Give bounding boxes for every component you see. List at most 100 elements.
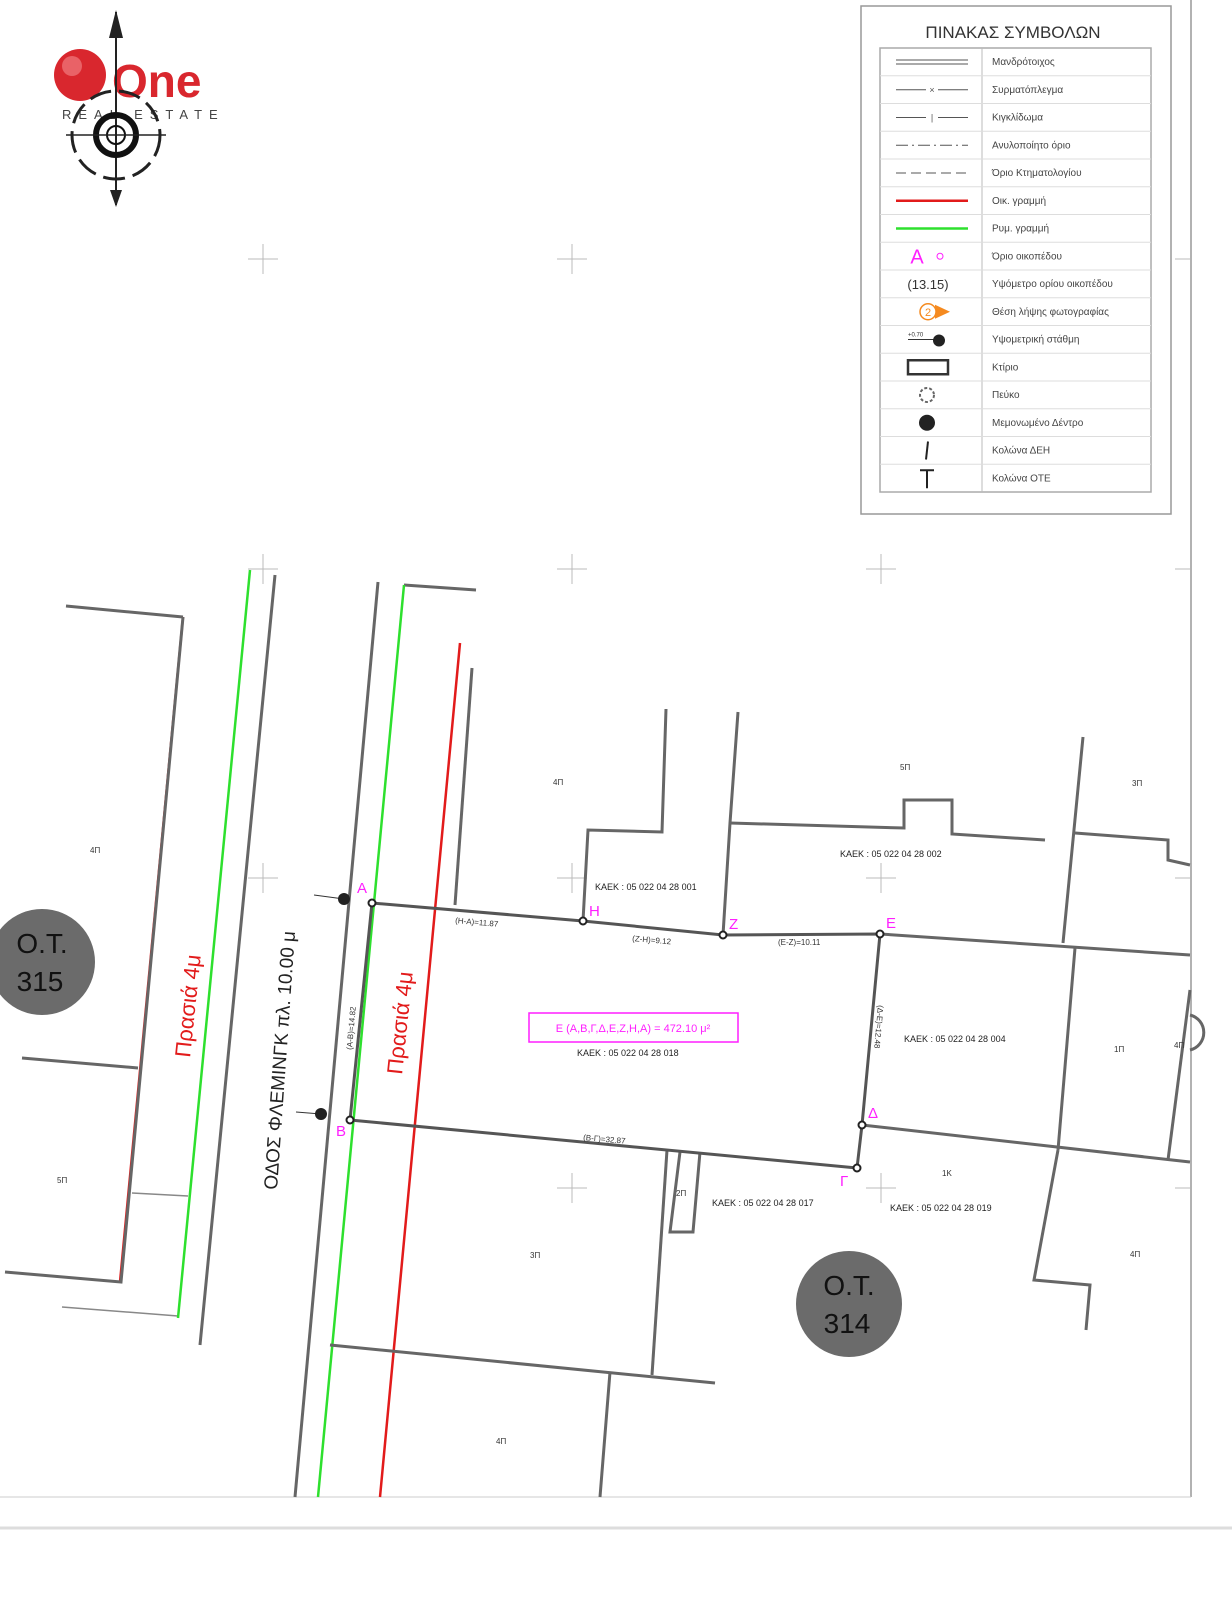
- block-label: Ο.Τ.: [823, 1270, 874, 1301]
- legend-item-label: Οικ. γραμμή: [992, 195, 1046, 207]
- block-number: 315: [17, 966, 64, 997]
- legend-title: ΠΙΝΑΚΑΣ ΣΥΜΒΟΛΩΝ: [925, 23, 1100, 42]
- legend-item: × Συρματόπλεγμα: [880, 75, 1151, 96]
- legend-item: (13.15) Υψόμετρο ορίου οικοπέδου: [880, 269, 1151, 292]
- floor-label: 3Π: [1132, 779, 1142, 788]
- vertex-label-h: Η: [589, 903, 600, 920]
- floor-label: 1Κ: [942, 1169, 952, 1178]
- company-logo: One REAL ESTATE: [54, 10, 225, 207]
- floor-label: 4Π: [496, 1437, 506, 1446]
- legend-item: Ρυμ. γραμμή: [880, 214, 1151, 235]
- legend-item: Όριο Κτηματολογίου: [880, 158, 1151, 179]
- vertex-label-a: Α: [357, 880, 367, 897]
- logo-brand: One: [112, 55, 201, 107]
- legend-symbol-icon: [906, 359, 950, 376]
- legend-item-label: Θέση λήψης φωτογραφίας: [992, 306, 1109, 318]
- legend-symbol-icon: (13.15): [907, 277, 948, 292]
- kaek-label: ΚΑΕΚ : 05 022 04 28 002: [840, 849, 942, 859]
- kaek-label: ΚΑΕΚ : 05 022 04 28 004: [904, 1034, 1006, 1044]
- legend-symbol-icon: 2: [919, 303, 950, 321]
- legend-item-label: Κολώνα ΟΤΕ: [992, 472, 1051, 484]
- legend-symbol-icon: |: [896, 112, 968, 123]
- legend-item: +0.70 Υψομετρική στάθμη: [880, 325, 1151, 347]
- kaek-label: ΚΑΕΚ : 05 022 04 28 018: [577, 1048, 679, 1058]
- legend-item: Κολώνα ΔΕΗ: [880, 436, 1151, 460]
- vertex-label-b: Β: [336, 1123, 346, 1140]
- elevation-station-icon: [295, 893, 350, 1120]
- vertex-label-g: Γ: [840, 1173, 848, 1190]
- parcel-lines-east: [329, 708, 1206, 1498]
- legend-item-label: Μεμονωμένο Δέντρο: [992, 417, 1084, 429]
- legend-item-label: Κτίριο: [992, 361, 1019, 373]
- block-label: Ο.Τ.: [16, 928, 67, 959]
- north-arrow-icon: [66, 10, 166, 207]
- legend-symbol-icon: [919, 414, 935, 431]
- legend-symbol-icon: +0.70: [908, 333, 945, 347]
- legend-item-label: Κιγκλίδωμα: [992, 112, 1043, 124]
- floor-label: 4Π: [1174, 1041, 1184, 1050]
- legend-item-label: Συρματόπλεγμα: [992, 84, 1063, 96]
- side-length-ze: (Ε-Ζ)=10.11: [778, 938, 821, 947]
- kaek-label: ΚΑΕΚ : 05 022 04 28 001: [595, 882, 697, 892]
- svg-text:2: 2: [925, 307, 931, 319]
- street-name-label: ΟΔΟΣ ΦΛΕΜΙΝΓΚ πλ. 10.00 μ: [261, 930, 300, 1190]
- legend-item: Μεμονωμένο Δέντρο: [880, 408, 1151, 431]
- legend-item: Πεύκο: [880, 380, 1151, 403]
- legend-item: Μανδρότοιχος: [896, 56, 1055, 68]
- floor-label: 2Π: [676, 1189, 686, 1198]
- area-box: [528, 1012, 739, 1043]
- vertex-label-z: Ζ: [729, 916, 738, 933]
- legend-symbol-icon: [920, 469, 934, 489]
- subject-parcel: Α Β Γ Δ Ε Ζ Η (Η-Α)=11.87 (Ζ-Η)=9.12 (Ε-…: [295, 880, 896, 1190]
- legend-item-label: Υψομετρική στάθμη: [992, 334, 1079, 346]
- side-length-bg: (Β-Γ)=32.87: [583, 1133, 627, 1146]
- svg-text:|: |: [931, 113, 933, 123]
- logo-subtitle: REAL ESTATE: [62, 107, 225, 122]
- svg-text:+0.70: +0.70: [908, 333, 924, 339]
- block-marker-315: Ο.Τ. 315: [0, 909, 95, 1015]
- svg-text:×: ×: [929, 85, 934, 95]
- legend-item-label: Όριο Κτηματολογίου: [991, 167, 1082, 179]
- legend-item: A Όριο οικοπέδου: [880, 241, 1151, 268]
- legend-symbol-icon: [925, 441, 929, 460]
- legend-item: Κτίριο: [880, 352, 1151, 376]
- block-marker-314: Ο.Τ. 314: [796, 1251, 902, 1357]
- floor-label: 5Π: [900, 763, 910, 772]
- vertex-label-d: Δ: [868, 1105, 878, 1122]
- legend-symbol-icon: A: [910, 246, 944, 268]
- floor-label: 5Π: [57, 1176, 67, 1185]
- floor-label: 4Π: [553, 778, 563, 787]
- legend-item: Οικ. γραμμή: [880, 186, 1151, 207]
- legend-item: Ανυλοποίητο όριο: [880, 130, 1151, 151]
- vertex-label-e: Ε: [886, 915, 896, 932]
- parcel-area-label: Ε (Α,Β,Γ,Δ,Ε,Ζ,Η,Α) = 472.10 μ²: [556, 1023, 711, 1035]
- kaek-label: ΚΑΕΚ : 05 022 04 28 019: [890, 1203, 992, 1213]
- side-length-ed: (Δ-Ε)=12.48: [872, 1005, 885, 1050]
- setback-label-west: Πρασιά 4μ: [170, 953, 206, 1058]
- legend-item-label: Υψόμετρο ορίου οικοπέδου: [992, 278, 1113, 290]
- kaek-label: ΚΑΕΚ : 05 022 04 28 017: [712, 1198, 814, 1208]
- svg-text:A: A: [910, 246, 924, 268]
- legend-item: | Κιγκλίδωμα: [880, 103, 1151, 124]
- legend-symbol-icon: [896, 59, 968, 65]
- legend-item-label: Όριο οικοπέδου: [991, 250, 1062, 262]
- legend-item: 2 Θέση λήψης φωτογραφίας: [880, 297, 1151, 321]
- legend-item-label: Κολώνα ΔΕΗ: [992, 445, 1050, 457]
- floor-labels: 4Π 4Π 5Π 3Π 5Π 1Π 4Π 2Π 3Π 1Κ 4Π 4Π: [57, 763, 1184, 1446]
- floor-label: 4Π: [1130, 1250, 1140, 1259]
- legend-item-label: Πεύκο: [992, 389, 1020, 401]
- legend-item: Κολώνα ΟΤΕ: [880, 463, 1151, 489]
- legend-item-label: Ανυλοποίητο όριο: [992, 139, 1071, 151]
- floor-label: 1Π: [1114, 1045, 1124, 1054]
- legend: ΠΙΝΑΚΑΣ ΣΥΜΒΟΛΩΝ Μανδρότοιχος × Συρματόπλε…: [860, 5, 1172, 515]
- side-length-hz: (Ζ-Η)=9.12: [632, 934, 672, 946]
- setback-label-east: Πρασιά 4μ: [382, 970, 418, 1075]
- legend-symbol-icon: [919, 387, 935, 403]
- floor-label: 3Π: [530, 1251, 540, 1260]
- block-number: 314: [824, 1308, 871, 1339]
- side-length-ab: (Α-Β)=14.82: [345, 1006, 358, 1051]
- legend-symbol-icon: ×: [896, 84, 968, 95]
- legend-item-label: Μανδρότοιχος: [992, 56, 1055, 68]
- legend-item-label: Ρυμ. γραμμή: [992, 223, 1049, 235]
